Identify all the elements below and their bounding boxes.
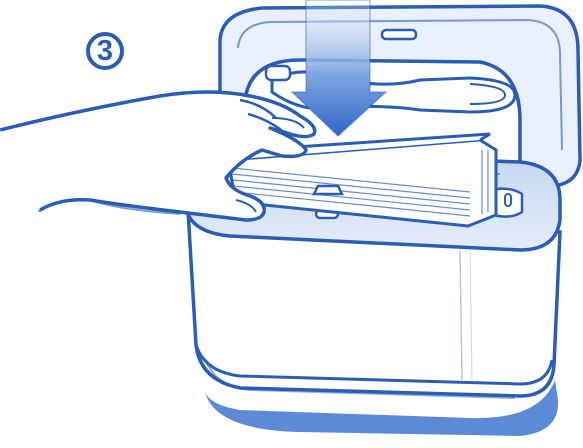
- step-number-badge: 3: [86, 32, 124, 70]
